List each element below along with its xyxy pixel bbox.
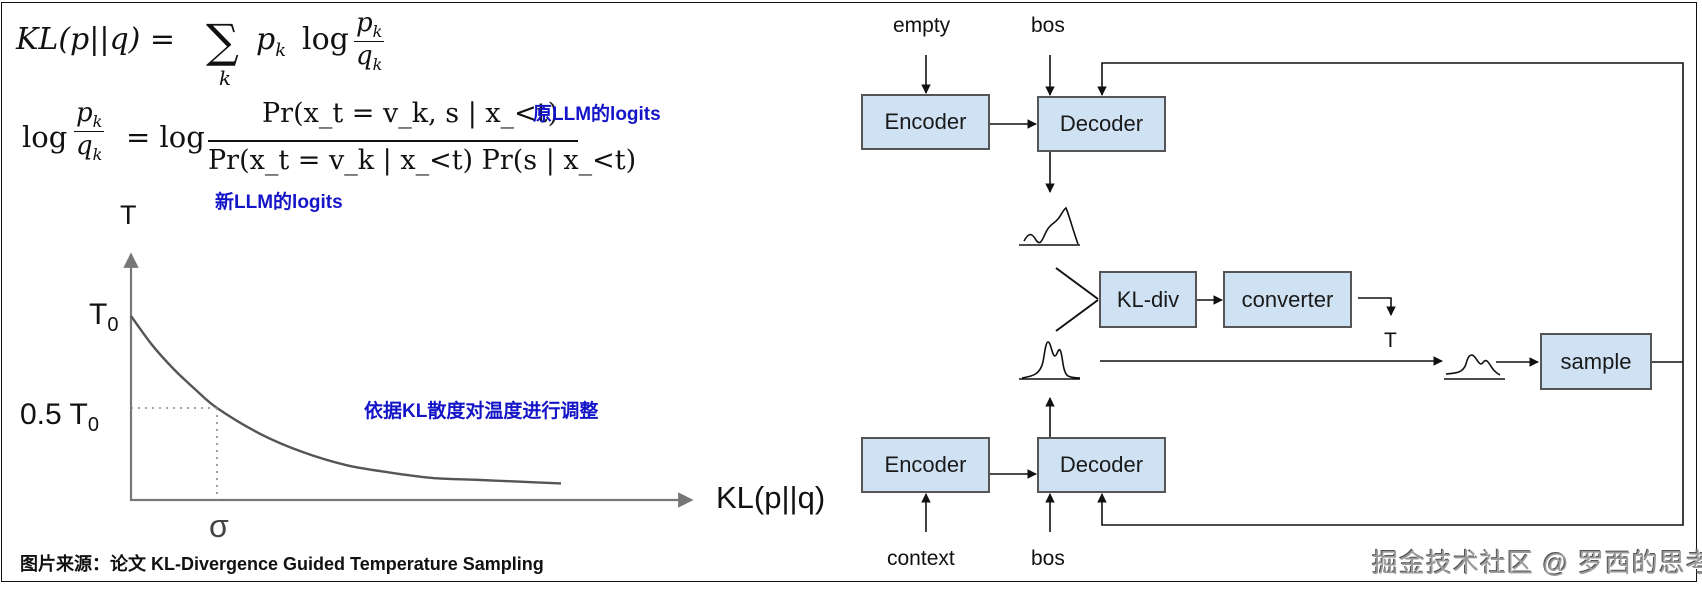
converter-box: converter bbox=[1223, 271, 1352, 328]
frac2-den-sub: k bbox=[92, 145, 103, 165]
y-tick-half-t0-sub: 0 bbox=[87, 414, 99, 436]
frac2-num-p: p bbox=[76, 98, 93, 128]
x-axis-label: KL(p||q) bbox=[716, 480, 826, 515]
temperature-curve bbox=[130, 315, 562, 485]
distribution-icon-bottom bbox=[1019, 341, 1081, 380]
x-tick-sigma: σ bbox=[209, 508, 229, 544]
y-tick-t0: T0 bbox=[89, 298, 118, 337]
eq2-numerator: Pr(x_t = v_k, s | x_<t) bbox=[262, 98, 559, 129]
feedback-loop-bottom bbox=[1097, 362, 1684, 526]
dist-to-kl-arrow-bottom bbox=[1055, 299, 1099, 332]
input-context: context bbox=[887, 547, 955, 570]
y-tick-t0-sub: 0 bbox=[107, 314, 119, 336]
log-text-2: log bbox=[22, 120, 68, 154]
distribution-icon-tempered bbox=[1444, 354, 1505, 380]
eq2-denominator: Pr(x_t = v_k | x_<t) Pr(s | x_<t) bbox=[208, 145, 637, 176]
log-text: log bbox=[302, 22, 349, 57]
distribution-icon-top bbox=[1019, 206, 1080, 246]
sum-symbol: ∑ bbox=[206, 14, 239, 68]
kl-term: pk bbox=[256, 22, 286, 61]
converter-to-t-arrow bbox=[1358, 297, 1396, 316]
feedback-loop-top bbox=[1097, 62, 1684, 362]
y-tick-half-t0-label: 0.5 T bbox=[20, 398, 88, 431]
log-ratio-formula: log pk qk = log Pr(x_t = v_k, s | x_<t) … bbox=[22, 98, 636, 188]
y-tick-half-t0: 0.5 T0 bbox=[20, 398, 99, 437]
kl-lhs: KL(p||q) = bbox=[16, 22, 176, 57]
temperature-label: T bbox=[1384, 329, 1397, 352]
encoder-box-bottom: Encoder bbox=[861, 437, 990, 493]
watermark: 掘金技术社区 @ 罗西的思考 bbox=[1372, 548, 1702, 578]
eq2-rhs-prefix: = log bbox=[126, 120, 205, 154]
frac-num-sub: k bbox=[372, 22, 383, 42]
pk-over-qk-2: pk qk bbox=[74, 98, 105, 164]
input-bos-top: bos bbox=[1031, 14, 1065, 37]
kl-term-p: p bbox=[256, 22, 276, 57]
sample-box: sample bbox=[1540, 333, 1652, 390]
sum-index: k bbox=[219, 66, 232, 90]
frac-num: pk bbox=[354, 8, 385, 42]
frac2-den-q: q bbox=[76, 130, 93, 161]
figure-frame bbox=[1, 2, 1697, 582]
frac-den-sub: k bbox=[372, 55, 383, 75]
pk-over-qk: pk qk bbox=[354, 8, 385, 74]
frac-num-p: p bbox=[356, 8, 373, 38]
y-tick-t0-label: T bbox=[89, 298, 108, 331]
dist-to-kl-arrow-top bbox=[1055, 267, 1099, 300]
frac-den-q: q bbox=[356, 40, 373, 71]
input-empty: empty bbox=[893, 14, 951, 37]
input-bos-bottom: bos bbox=[1031, 547, 1065, 570]
y-axis-label: T bbox=[120, 200, 137, 230]
frac-den: qk bbox=[356, 42, 382, 74]
orig-logits-note: 原LLM的logits bbox=[533, 104, 661, 125]
kl-term-sub: k bbox=[275, 40, 287, 61]
decoder-box-top: Decoder bbox=[1037, 96, 1166, 152]
frac2-den: qk bbox=[76, 132, 102, 164]
encoder-box-top: Encoder bbox=[861, 94, 990, 150]
adjust-note: 依据KL散度对温度进行调整 bbox=[364, 401, 599, 422]
frac2-num-sub: k bbox=[92, 112, 103, 132]
decoder-box-bottom: Decoder bbox=[1037, 437, 1166, 493]
new-logits-note: 新LLM的logits bbox=[215, 192, 343, 213]
source-caption: 图片来源：论文 KL-Divergence Guided Temperature… bbox=[20, 554, 544, 574]
frac2-num: pk bbox=[74, 98, 105, 132]
eq2-fraction-bar bbox=[208, 140, 578, 142]
kl-div-box: KL-div bbox=[1099, 271, 1197, 328]
